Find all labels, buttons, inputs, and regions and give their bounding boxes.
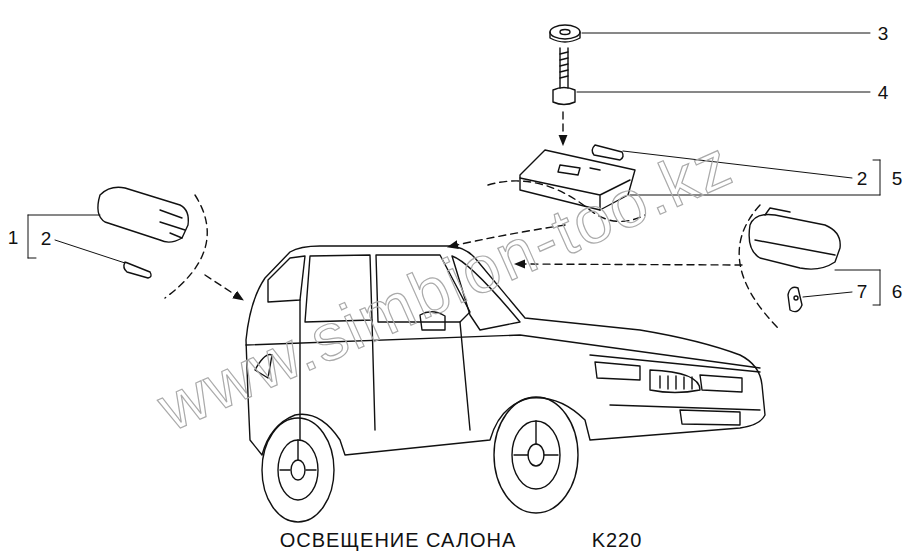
callout-number: 5	[891, 169, 904, 188]
wheels-part	[291, 460, 305, 480]
nut-and-screw-part	[550, 32, 580, 42]
dashed-arrows-part	[205, 275, 243, 300]
wheels-part	[494, 397, 578, 513]
nut-and-screw	[550, 25, 580, 105]
wheels-part	[262, 418, 334, 522]
callout-number: 1	[7, 228, 20, 247]
callout-number: 2	[40, 229, 53, 248]
callout-number: 6	[891, 282, 904, 301]
dashed-arrows-part	[165, 195, 207, 298]
nut-and-screw-part	[560, 48, 568, 88]
callout-number: 4	[877, 83, 890, 102]
lamp-6-part	[794, 296, 798, 300]
nut-and-screw-part	[560, 52, 568, 78]
wheels-part	[280, 421, 558, 470]
leader-lines-part	[835, 270, 880, 305]
diagram-title: ОСВЕЩЕНИЕ САЛОНА	[280, 529, 517, 552]
car-body-part	[268, 256, 305, 302]
leader-lines-part	[577, 92, 870, 93]
lamp-5-part	[558, 165, 600, 175]
car-body-part	[660, 376, 692, 389]
lamp-6-part	[788, 287, 802, 311]
car-body-part	[590, 355, 760, 392]
nut-and-screw-part	[553, 88, 575, 105]
lamp-5-part	[592, 145, 623, 160]
car-body-part	[610, 405, 760, 425]
lamp-6	[749, 208, 840, 312]
callout-number: 3	[877, 24, 890, 43]
callout-number: 2	[856, 169, 869, 188]
lamp-1-part	[124, 262, 151, 278]
lamp-1-part	[98, 187, 188, 242]
lamp-6-part	[755, 208, 835, 255]
figure-code: K220	[592, 529, 643, 552]
dashed-arrows-part	[739, 205, 780, 330]
car-body-part	[650, 370, 700, 393]
leader-lines-part	[803, 292, 852, 297]
dashed-arrows-part	[562, 112, 563, 145]
wheels	[262, 397, 578, 522]
lamp-1	[98, 187, 188, 278]
watermark: www.simbion-too.kz	[147, 124, 744, 445]
nut-and-screw-part	[560, 30, 570, 35]
callout-number: 7	[856, 282, 869, 301]
lamp-1-part	[160, 210, 185, 238]
nut-and-screw-part	[550, 25, 580, 39]
wheels-part	[528, 444, 544, 466]
leader-lines-part	[55, 240, 125, 263]
leader-lines-part	[582, 33, 870, 34]
